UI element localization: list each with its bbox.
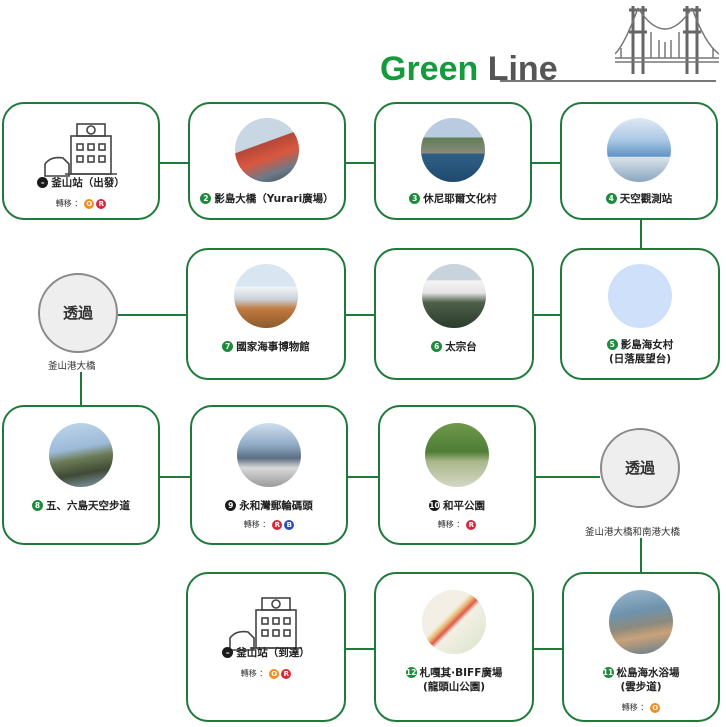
page-title: Green Line (380, 50, 558, 89)
connector (640, 220, 642, 248)
red-line-badge: R (466, 520, 477, 530)
station-photo (237, 423, 301, 487)
station-photo (49, 423, 113, 487)
station-photo (235, 118, 299, 182)
station-photo (421, 118, 485, 182)
connector (346, 162, 374, 164)
station-caption: –釜山站（到達） (188, 646, 344, 660)
train-station-icon (229, 597, 302, 651)
connector (532, 314, 562, 316)
orange-line-badge: O (269, 669, 280, 679)
transfer-info: 轉移 ：R (380, 519, 534, 530)
red-line-badge: R (281, 669, 292, 679)
red-line-badge: R (96, 199, 107, 209)
station-caption: –釜山站（出發） (4, 176, 158, 190)
title-green: Green (380, 50, 479, 88)
connector (80, 372, 82, 407)
end-marker-icon: – (222, 647, 234, 658)
connector (346, 314, 374, 316)
bridge-icon (615, 6, 719, 74)
red-line-badge: R (272, 520, 283, 530)
station-photo (422, 264, 486, 328)
title-underline (500, 80, 716, 82)
station-photo-map (422, 590, 486, 654)
connector (160, 162, 188, 164)
station-photo-placeholder (608, 264, 672, 328)
transfer-info: 轉移 ：O (564, 702, 718, 713)
start-marker-icon: – (37, 177, 49, 188)
connector (536, 476, 600, 478)
station-photo (425, 423, 489, 487)
pass-through-marker: 透過 (600, 428, 680, 508)
connector (160, 476, 190, 478)
connector (346, 648, 374, 650)
station-photo (234, 264, 298, 328)
station-photo (609, 590, 673, 654)
orange-line-badge: O (84, 199, 95, 209)
pass-point-label: 釜山港大橋 (48, 361, 96, 372)
blue-line-badge: B (284, 520, 295, 530)
connector (118, 314, 186, 316)
pass-point-label: 釜山港大橋和南港大橋 (585, 527, 681, 538)
orange-line-badge: O (650, 703, 661, 713)
pass-through-marker: 透過 (38, 273, 118, 353)
train-station-icon (44, 123, 117, 177)
connector (640, 538, 642, 572)
connector (348, 476, 378, 478)
connector (532, 162, 562, 164)
station-photo (607, 118, 671, 182)
connector (532, 648, 562, 650)
title-line: Line (487, 50, 558, 88)
